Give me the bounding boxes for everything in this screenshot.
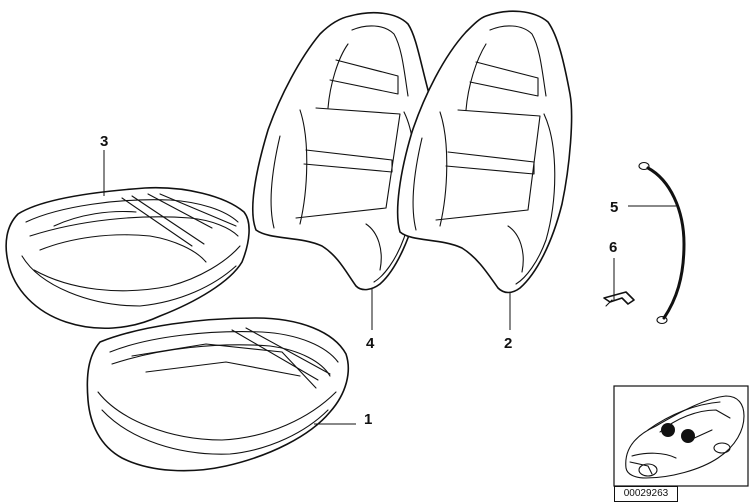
clip (603, 291, 635, 307)
leader-lines (103, 150, 676, 425)
callout-3: 3 (100, 133, 108, 150)
diagram-id-label: 00029263 (614, 486, 678, 502)
seat-cushion (86, 317, 350, 472)
seat-location-marker-right (681, 429, 695, 443)
location-inset (613, 385, 749, 487)
backrest-right (396, 10, 573, 294)
seat-location-marker-left (661, 423, 675, 437)
callout-4: 4 (366, 335, 375, 352)
callout-1: 1 (364, 411, 372, 428)
callout-6: 6 (609, 239, 617, 256)
backrest-left (251, 11, 431, 291)
callout-5: 5 (610, 199, 618, 216)
callout-2: 2 (504, 335, 512, 352)
seat-cushion-cover (5, 186, 250, 330)
cable (638, 161, 686, 325)
